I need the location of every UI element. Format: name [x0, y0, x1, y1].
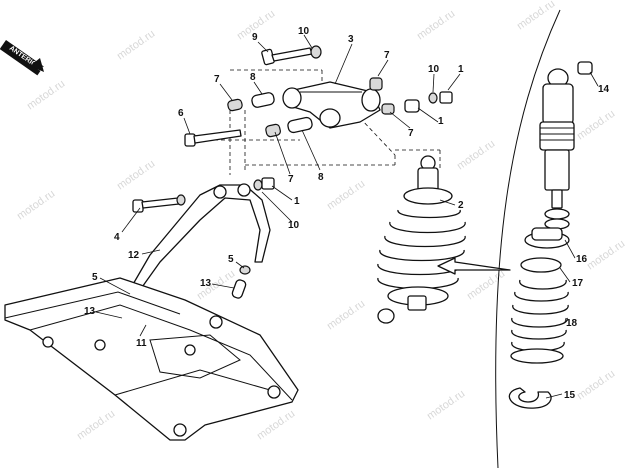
callout-6: 6	[178, 108, 184, 119]
callout-15: 15	[564, 390, 576, 401]
watermark: motod.ru	[515, 0, 557, 32]
bolt-part-9	[261, 47, 313, 66]
callout-7: 7	[288, 174, 294, 185]
callout-10: 10	[288, 220, 300, 231]
bolt-part-4	[132, 194, 186, 213]
clip-part-15	[508, 387, 552, 409]
watermark: motod.ru	[575, 108, 617, 143]
bushing-part-7-upper	[227, 98, 243, 112]
watermark: motod.ru	[115, 158, 157, 193]
watermark: motod.ru	[25, 78, 67, 113]
front-direction-arrow: ANTERIORE	[0, 40, 46, 76]
watermark: motod.ru	[425, 388, 467, 423]
callout-labels: 10 9 3 7 10 1 7 8 6 7 1 7 8 1 10 2 4 12 …	[84, 26, 610, 401]
callout-8: 8	[318, 172, 324, 183]
leader-lines	[95, 34, 599, 399]
callout-1: 1	[294, 196, 300, 207]
watermark: motod.ru	[115, 28, 157, 63]
callout-7: 7	[214, 74, 220, 85]
callout-10: 10	[428, 64, 440, 75]
rocker-link-part-3	[282, 81, 381, 129]
watermark: motod.ru	[15, 188, 57, 223]
callout-14: 14	[598, 84, 610, 95]
bolt-part-6	[184, 129, 242, 147]
spacer-part-1	[404, 99, 420, 113]
swingarm	[4, 277, 299, 441]
callout-13: 13	[84, 306, 96, 317]
bushing-part-7-mid	[381, 103, 395, 115]
watermark: motod.ru	[415, 8, 457, 43]
washer-part-10-right	[428, 92, 438, 104]
watermark: motod.ru	[325, 298, 367, 333]
tie-rod-part-12	[131, 183, 271, 291]
bushing-part-7-right	[369, 77, 383, 91]
callout-10: 10	[298, 26, 310, 37]
callout-3: 3	[348, 34, 354, 45]
spring-seat-part-16	[524, 227, 570, 249]
callout-13: 13	[200, 278, 212, 289]
shock-absorber-part-2	[377, 155, 466, 324]
watermark: motod.ru	[455, 138, 497, 173]
nut-part-1-right	[439, 91, 453, 104]
callout-1: 1	[458, 64, 464, 75]
bushing-part-8-lower	[287, 116, 313, 134]
watermark: motod.ru	[465, 268, 507, 303]
callout-11: 11	[136, 338, 147, 349]
callout-7: 7	[408, 128, 414, 139]
callout-12: 12	[128, 250, 140, 261]
washer-part-10	[310, 45, 322, 59]
callout-16: 16	[576, 254, 588, 265]
callout-2: 2	[458, 200, 464, 211]
divider-curve	[495, 9, 561, 468]
callout-5: 5	[228, 254, 234, 265]
washer-part-5-right	[239, 265, 251, 275]
watermark: motod.ru	[575, 368, 617, 403]
watermark: motod.ru	[325, 178, 367, 213]
watermark: motod.ru	[255, 408, 297, 443]
shock-body-part-14	[539, 61, 593, 230]
callout-4: 4	[114, 232, 120, 243]
clevis-part-13-right	[231, 279, 247, 299]
bushing-part-8-upper	[251, 92, 275, 108]
callout-17: 17	[572, 278, 584, 289]
watermark: motod.ru	[585, 238, 625, 273]
bushing-part-7-lower	[265, 123, 281, 138]
callout-9: 9	[252, 32, 258, 43]
callout-1: 1	[438, 116, 444, 127]
callout-7: 7	[384, 50, 390, 61]
callout-5: 5	[92, 272, 98, 283]
pointer-arrow-icon	[437, 257, 511, 275]
callout-18: 18	[566, 318, 578, 329]
arrow-head-icon	[30, 58, 44, 72]
ring-part-17	[520, 257, 562, 273]
washer-part-10-lower	[253, 179, 263, 191]
nut-part-1-lower	[261, 177, 275, 190]
watermark: motod.ru	[75, 408, 117, 443]
spring-part-18	[510, 279, 569, 364]
callout-8: 8	[250, 72, 256, 83]
